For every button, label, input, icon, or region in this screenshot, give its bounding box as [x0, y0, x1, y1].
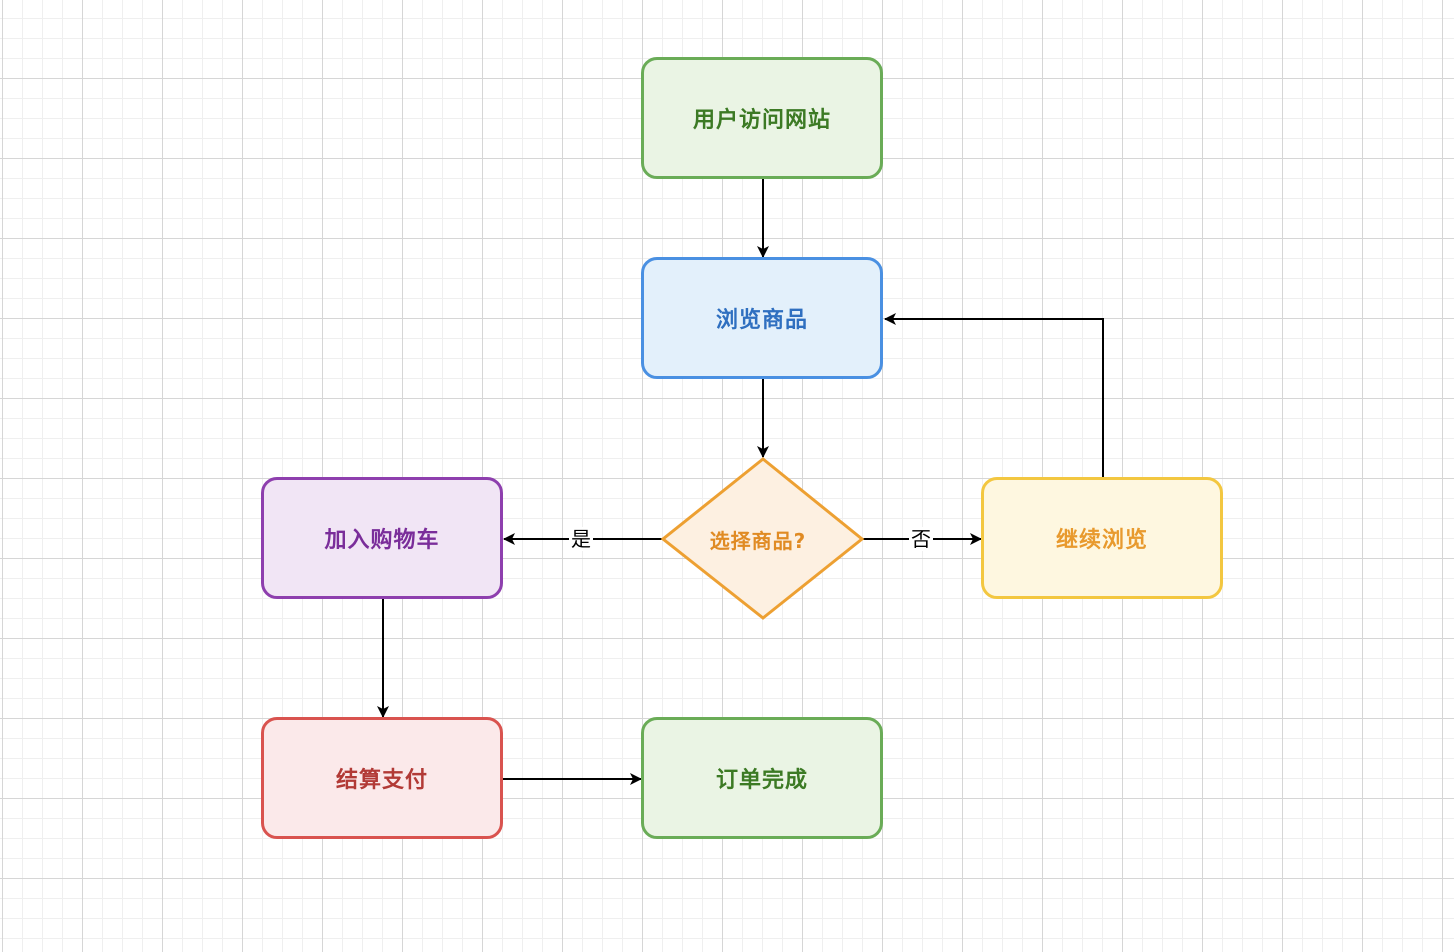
edge-continue-to-browse	[884, 313, 1104, 477]
node-browse-products-label: 浏览商品	[715, 308, 808, 333]
node-add-to-cart[interactable]: 加入购物车	[261, 477, 503, 599]
node-browse-products[interactable]: 浏览商品	[641, 257, 883, 379]
edge-label-no: 否	[909, 527, 933, 551]
node-continue-browsing[interactable]: 继续浏览	[981, 477, 1223, 599]
node-checkout-payment[interactable]: 结算支付	[261, 717, 503, 839]
node-continue-browsing-label: 继续浏览	[1055, 528, 1148, 553]
node-order-complete-label: 订单完成	[715, 768, 808, 793]
decision-diamond-shape[interactable]	[660, 457, 865, 620]
node-visit-website-label: 用户访问网站	[692, 108, 831, 133]
node-choose-product-label: 选择商品?	[709, 529, 807, 553]
node-add-to-cart-label: 加入购物车	[324, 528, 440, 553]
node-order-complete[interactable]: 订单完成	[641, 717, 883, 839]
node-visit-website[interactable]: 用户访问网站	[641, 57, 883, 179]
edge-label-yes: 是	[569, 527, 593, 551]
node-checkout-payment-label: 结算支付	[335, 768, 428, 793]
